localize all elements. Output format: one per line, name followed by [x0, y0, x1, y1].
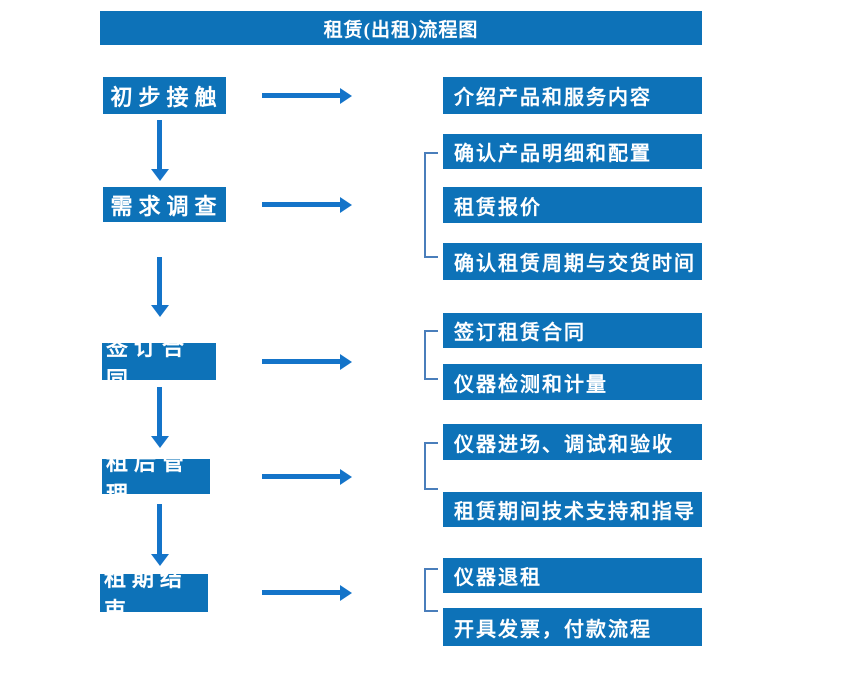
- bracket-group-4: [424, 442, 438, 490]
- detail-box-10: 开具发票，付款流程: [443, 608, 702, 646]
- arrow-right-icon-1: [262, 93, 340, 98]
- step-box-2: 需求调查: [103, 187, 226, 222]
- step-box-4: 租后管理: [102, 450, 210, 507]
- arrow-down-icon-2: [157, 257, 162, 305]
- step-box-5: 租期结束: [100, 566, 208, 623]
- chart-title: 租赁(出租)流程图: [100, 11, 702, 45]
- step-box-1: 初步接触: [103, 77, 226, 114]
- arrow-right-icon-2: [262, 202, 340, 207]
- detail-box-6: 仪器检测和计量: [443, 364, 702, 400]
- arrow-down-icon-3: [157, 387, 162, 436]
- arrow-down-icon-4: [157, 504, 162, 554]
- detail-box-7: 仪器进场、调试和验收: [443, 424, 702, 460]
- detail-box-1: 介绍产品和服务内容: [443, 77, 702, 114]
- detail-box-4: 确认租赁周期与交货时间: [443, 243, 702, 280]
- arrow-right-icon-4: [262, 474, 340, 479]
- step-box-3: 签订合同: [102, 335, 216, 392]
- detail-box-2: 确认产品明细和配置: [443, 134, 702, 169]
- arrow-right-icon-5: [262, 590, 340, 595]
- detail-box-5: 签订租赁合同: [443, 313, 702, 348]
- arrow-down-icon-1: [157, 120, 162, 169]
- bracket-group-5: [424, 568, 438, 612]
- bracket-group-3: [424, 330, 438, 380]
- detail-box-3: 租赁报价: [443, 187, 702, 223]
- arrow-right-icon-3: [262, 359, 340, 364]
- bracket-group-2: [424, 152, 438, 258]
- detail-box-9: 仪器退租: [443, 558, 702, 593]
- detail-box-8: 租赁期间技术支持和指导: [443, 492, 702, 527]
